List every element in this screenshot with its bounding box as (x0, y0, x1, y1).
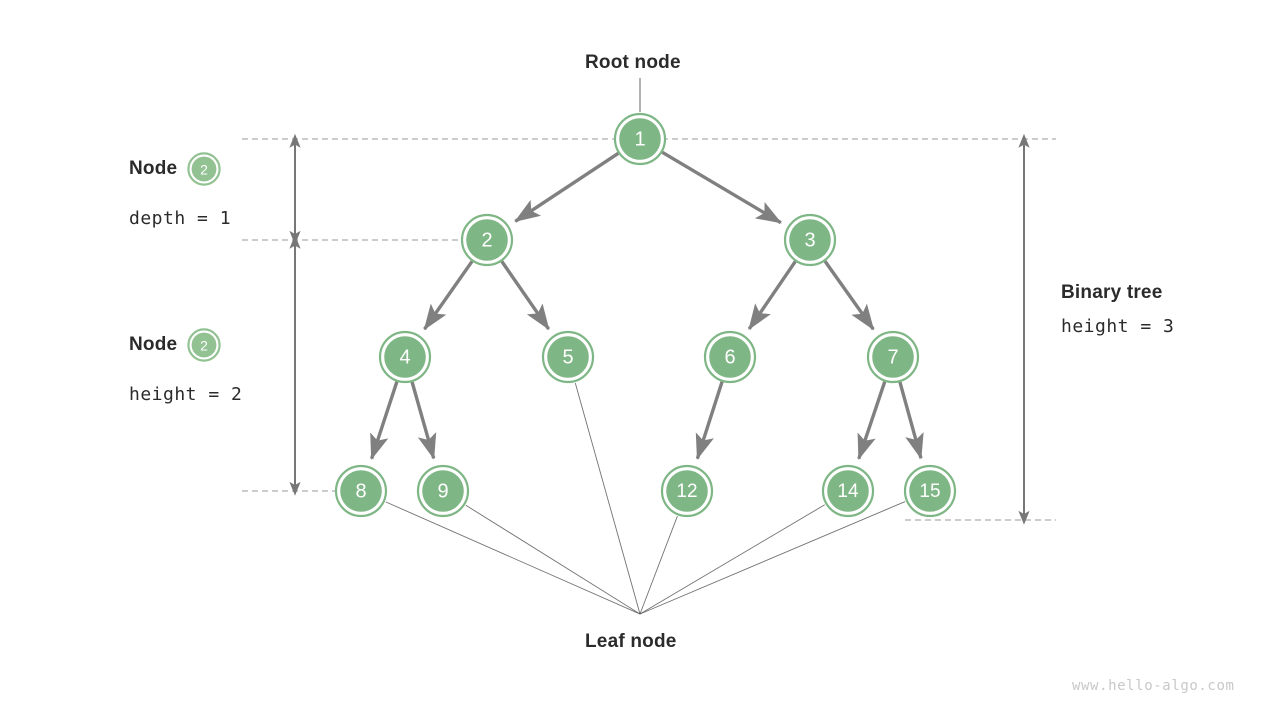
tree-node-value: 4 (399, 347, 410, 369)
binary-tree-label: Binary tree (1061, 282, 1163, 303)
tree-node-8: 8 (334, 464, 388, 518)
tree-edge (747, 260, 797, 331)
tree-edges (369, 150, 924, 461)
watermark: www.hello-algo.com (1072, 678, 1235, 694)
leader-lines (385, 78, 906, 615)
leaf-leader-line (639, 504, 825, 615)
tree-node-7: 7 (866, 330, 920, 384)
binary-tree-metric: height = 3 (1061, 316, 1175, 337)
tree-edge (857, 381, 887, 461)
tree-node-value: 7 (887, 347, 898, 369)
tree-node-value: 6 (724, 347, 735, 369)
tree-edge (695, 381, 724, 460)
tree-node-1: 1 (613, 112, 667, 166)
tree-node-value: 15 (919, 481, 940, 502)
node-badge-height: 2 (187, 328, 222, 362)
tree-node-15: 15 (903, 464, 957, 518)
tree-node-2: 2 (460, 213, 514, 267)
tree-edge (898, 381, 924, 460)
annotation-depth-metric: depth = 1 (129, 208, 232, 229)
tree-node-12: 12 (660, 464, 714, 518)
tree-node-6: 6 (703, 330, 757, 384)
annotation-node-height-label: Node (129, 334, 178, 355)
leaf-leader-line (639, 501, 906, 615)
node-badge-depth: 2 (187, 152, 222, 186)
leaf-leader-line (574, 382, 641, 615)
tree-edge (500, 260, 551, 331)
tree-node-5: 5 (541, 330, 595, 384)
tree-edge (823, 260, 875, 331)
root-node-label: Root node (585, 52, 681, 73)
leaf-leader-line (639, 516, 678, 615)
node-badge-depth-value: 2 (200, 162, 208, 178)
annotation-height-metric: height = 2 (129, 384, 243, 405)
tree-node-4: 4 (378, 330, 432, 384)
leaf-leader-line (465, 504, 641, 615)
annotation-node-depth: Node 2 (129, 152, 222, 186)
tree-node-value: 9 (437, 481, 448, 503)
tree-node-9: 9 (416, 464, 470, 518)
tree-edge (423, 260, 474, 331)
tree-node-value: 12 (676, 481, 697, 502)
tree-node-value: 1 (634, 129, 645, 151)
annotation-node-height: Node 2 (129, 328, 222, 362)
node-badge-height-value: 2 (200, 338, 208, 354)
guide-lines (242, 138, 1056, 521)
tree-node-value: 2 (481, 230, 492, 252)
tree-edge (661, 150, 782, 225)
tree-node-value: 8 (355, 481, 366, 503)
tree-edge (410, 381, 437, 460)
measure-arrows (289, 133, 1030, 525)
leaf-node-label: Leaf node (585, 631, 677, 652)
annotation-node-depth-label: Node (129, 158, 178, 179)
tree-node-value: 14 (837, 481, 859, 502)
tree-node-value: 3 (804, 230, 815, 252)
tree-edge (369, 381, 399, 460)
tree-node-14: 14 (821, 464, 875, 518)
tree-node-value: 5 (562, 347, 573, 369)
tree-node-3: 3 (783, 213, 837, 267)
leaf-leader-line (385, 501, 641, 615)
tree-edge (514, 151, 620, 223)
